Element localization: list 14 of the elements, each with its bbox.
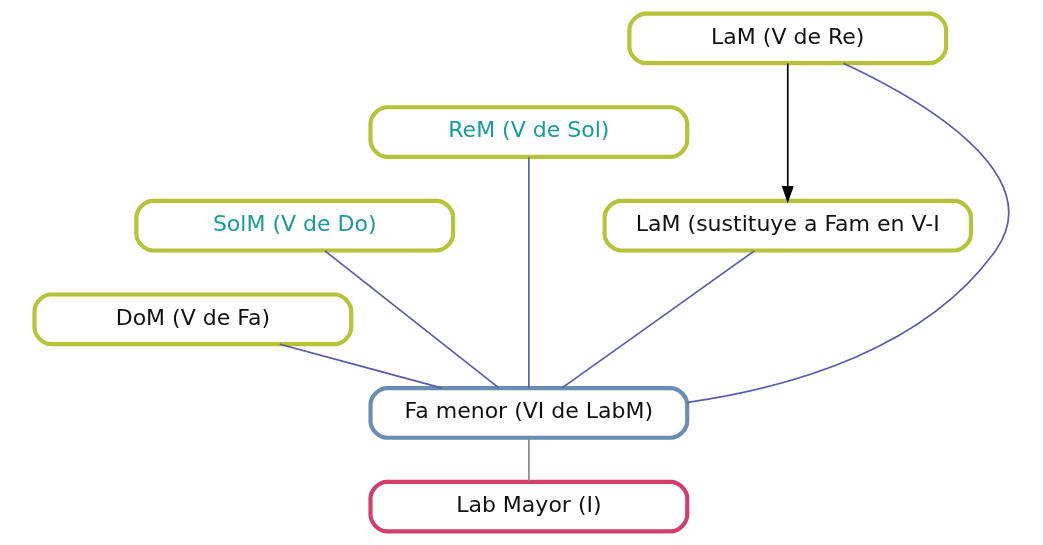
node-box: DoM (V de Fa): [31, 292, 353, 347]
connector: [323, 249, 500, 389]
connector: [560, 249, 755, 389]
arrow: [781, 62, 794, 204]
node-box: ReM (V de Sol): [367, 105, 689, 159]
node-box: LaM (sustituye a Fam en V-I: [602, 198, 973, 253]
connector: [278, 343, 443, 389]
connector: [686, 62, 1010, 404]
node-box: Fa menor (VI de LabM): [367, 386, 689, 440]
node-box: LaM (V de Re): [626, 11, 948, 66]
node-box: Lab Mayor (I): [367, 479, 689, 534]
node-box: SolM (V de Do): [133, 198, 455, 253]
connector: [527, 437, 530, 482]
connector: [527, 156, 530, 389]
